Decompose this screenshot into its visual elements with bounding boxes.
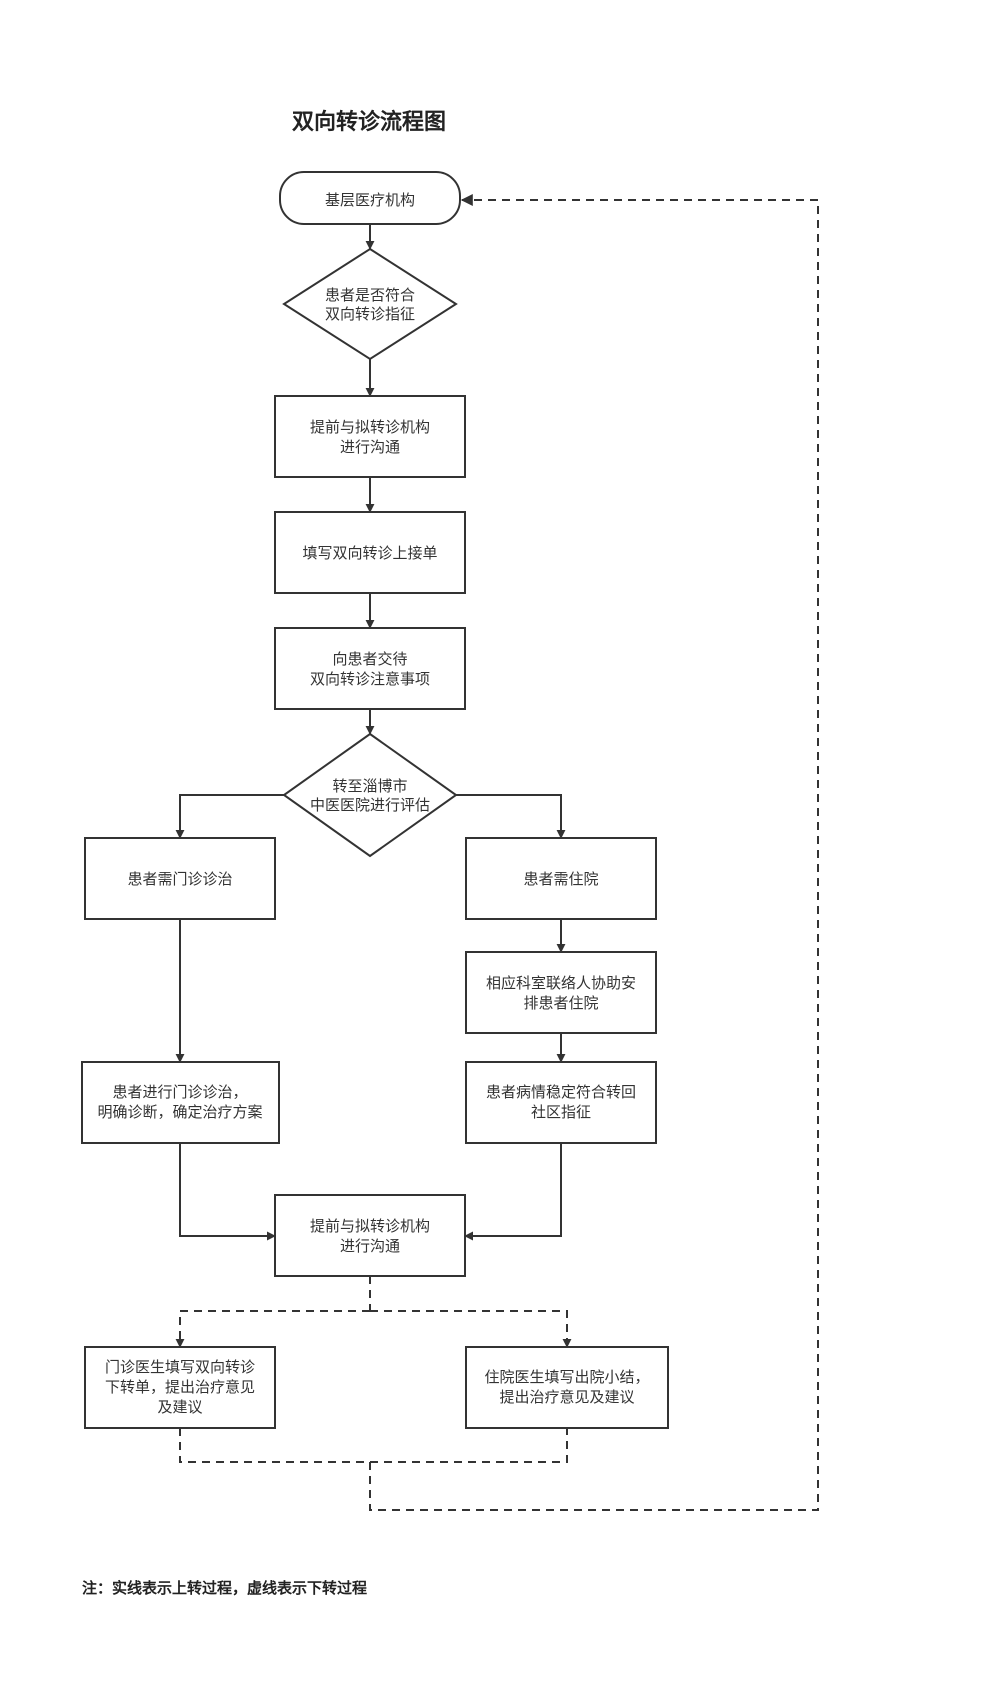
label-outpatient-referral-1: 门诊医生填写双向转诊 <box>105 1358 255 1376</box>
label-stable-condition-1: 患者病情稳定符合转回 <box>486 1083 636 1101</box>
node-discharge-summary <box>465 1346 669 1429</box>
label-communicate-2-b: 进行沟通 <box>340 1237 400 1255</box>
label-evaluate-2: 中医医院进行评估 <box>310 796 430 814</box>
label-needs-inpatient: 患者需住院 <box>523 870 598 888</box>
legend-note: 注：实线表示上转过程，虚线表示下转过程 <box>82 1579 368 1597</box>
node-outpatient-referral <box>84 1346 276 1429</box>
label-communicate-2-a: 提前与拟转诊机构 <box>310 1217 430 1235</box>
node-explain-notes <box>274 627 466 710</box>
dashed-to-discharge-summary <box>370 1310 572 1348</box>
label-outpatient-treatment-2: 明确诊断，确定治疗方案 <box>97 1103 262 1121</box>
node-arrange-admission <box>465 951 657 1034</box>
label-needs-outpatient: 患者需门诊诊治 <box>127 870 232 888</box>
dashed-return-to-primary <box>369 194 819 1511</box>
label-explain-notes-1: 向患者交待 <box>332 650 407 668</box>
label-outpatient-referral-3: 及建议 <box>157 1398 202 1416</box>
arrow-treatment-to-communicate <box>179 1143 276 1241</box>
node-communicate-2 <box>274 1194 466 1277</box>
arrow-evaluate-to-inpatient <box>456 794 566 839</box>
arrow-evaluate-to-outpatient <box>175 794 284 839</box>
node-check-indication <box>282 247 458 361</box>
label-discharge-summary-2: 提出治疗意见及建议 <box>499 1388 634 1406</box>
label-communicate-1-a: 提前与拟转诊机构 <box>310 418 430 436</box>
label-communicate-1-b: 进行沟通 <box>340 438 400 456</box>
label-outpatient-treatment-1: 患者进行门诊诊治， <box>112 1083 247 1101</box>
arrow-stable-to-communicate <box>464 1143 562 1241</box>
label-stable-condition-2: 社区指征 <box>531 1103 591 1121</box>
dashed-to-outpatient-referral <box>175 1310 370 1348</box>
node-evaluate <box>282 732 458 858</box>
page-title: 双向转诊流程图 <box>292 110 447 135</box>
node-needs-outpatient <box>84 837 276 920</box>
label-arrange-admission-1: 相应科室联络人协助安 <box>486 974 636 992</box>
label-evaluate-1: 转至淄博市 <box>332 777 407 795</box>
label-explain-notes-2: 双向转诊注意事项 <box>310 670 430 688</box>
node-needs-inpatient <box>465 837 657 920</box>
label-discharge-summary-1: 住院医生填写出院小结， <box>484 1368 649 1386</box>
node-stable-condition <box>465 1061 657 1144</box>
label-primary-care: 基层医疗机构 <box>325 191 415 209</box>
label-check-indication-2: 双向转诊指征 <box>325 305 415 323</box>
dashed-merge <box>179 1428 568 1463</box>
node-communicate-1 <box>274 395 466 478</box>
label-check-indication-1: 患者是否符合 <box>325 286 415 304</box>
label-fill-form: 填写双向转诊上接单 <box>302 544 437 562</box>
label-arrange-admission-2: 排患者住院 <box>523 994 598 1012</box>
label-outpatient-referral-2: 下转单，提出治疗意见 <box>105 1378 255 1396</box>
